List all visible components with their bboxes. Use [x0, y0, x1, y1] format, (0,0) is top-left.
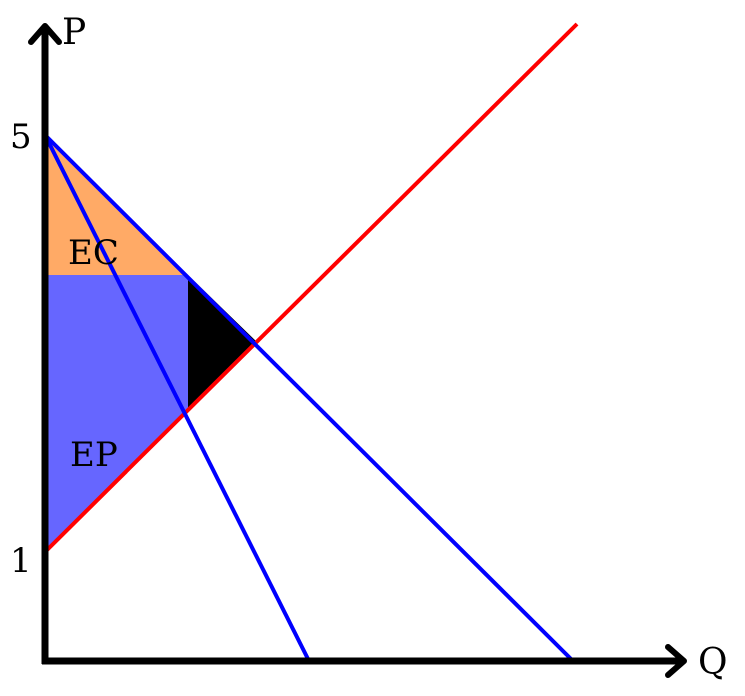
supply-curve — [43, 22, 579, 554]
y-axis-label: P — [62, 12, 86, 53]
x-axis — [42, 644, 687, 678]
consumer-surplus-label: EC — [68, 233, 119, 273]
producer-surplus-label: EP — [70, 435, 118, 475]
producer-surplus-region — [45, 275, 188, 552]
demand-curve — [43, 133, 575, 663]
marginal-revenue-curve — [43, 134, 311, 662]
x-axis-label: Q — [698, 642, 728, 683]
y-axis-arrowhead — [28, 23, 62, 45]
x-axis-arrowhead — [665, 644, 687, 678]
y-axis — [28, 23, 62, 664]
y-tick-label-5: 5 — [10, 117, 32, 157]
deadweight-loss-region — [188, 275, 258, 412]
y-tick-label-1: 1 — [10, 541, 32, 581]
